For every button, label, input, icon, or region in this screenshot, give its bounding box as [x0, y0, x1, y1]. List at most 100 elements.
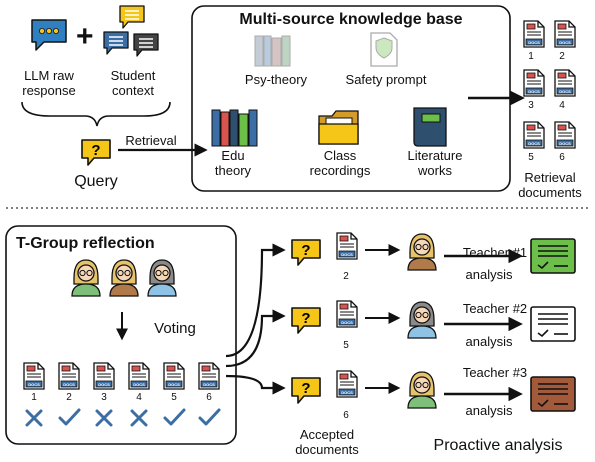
kb-item-class-recordings: Class recordings	[309, 148, 371, 178]
retrieval-document-icon: DOCS	[523, 69, 545, 97]
student-context-label: Student context	[110, 68, 156, 98]
retrieval-doc-num: 5	[528, 152, 534, 163]
message-bubbles-icon	[103, 5, 159, 57]
doc-icon-text: DOCS	[203, 382, 215, 387]
check-mark-icon	[163, 408, 186, 426]
teacher-2-label: Teacher #2	[462, 301, 528, 316]
teacher-1-label: Teacher #1	[462, 245, 528, 260]
query-bubble-icon: ?	[81, 139, 111, 166]
question-mark: ?	[301, 310, 310, 327]
grouping-brace	[21, 101, 171, 127]
accepted-doc-num: 6	[343, 410, 349, 421]
vote-doc-num: 4	[136, 392, 142, 403]
report-icon	[530, 238, 576, 274]
query-label: Query	[74, 173, 118, 190]
vote-doc-num: 3	[101, 392, 107, 403]
vote-document-icon: DOCS	[93, 362, 115, 390]
accepted-document-icon: DOCS	[336, 232, 358, 260]
doc-icon-text: DOCS	[528, 40, 540, 45]
doc-icon-text: DOCS	[341, 252, 353, 257]
query-bubble-icon: ?	[291, 307, 321, 334]
accepted-doc-num: 2	[343, 271, 349, 282]
teacher-icon	[407, 233, 437, 271]
folder-icon	[318, 110, 359, 145]
vote-doc-num: 5	[171, 392, 177, 403]
doc-icon-text: DOCS	[528, 141, 540, 146]
retrieval-document-icon: DOCS	[554, 20, 576, 48]
book-icon	[413, 107, 447, 147]
retrieval-doc-num: 3	[528, 100, 534, 111]
analysis-2-label: analysis	[465, 334, 513, 349]
kb-item-safety-prompt: Safety prompt	[345, 72, 427, 87]
cross-mark-icon	[130, 409, 148, 427]
teacher-icon	[407, 371, 437, 409]
vote-document-icon: DOCS	[58, 362, 80, 390]
vote-document-icon: DOCS	[198, 362, 220, 390]
t-group-title: T-Group reflection	[16, 235, 155, 252]
cross-mark-icon	[25, 409, 43, 427]
vote-doc-num: 1	[31, 392, 37, 403]
vote-document-icon: DOCS	[163, 362, 185, 390]
retrieval-document-icon: DOCS	[554, 121, 576, 149]
vote-doc-num: 6	[206, 392, 212, 403]
shield-document-icon	[370, 32, 398, 67]
query-bubble-icon: ?	[291, 239, 321, 266]
retrieval-doc-num: 2	[559, 51, 565, 62]
report-icon	[530, 376, 576, 412]
branch-arrow	[225, 374, 286, 395]
accepted-document-icon: DOCS	[336, 300, 358, 328]
check-mark-icon	[58, 408, 81, 426]
accepted-document-icon: DOCS	[336, 370, 358, 398]
report-icon	[530, 306, 576, 342]
retrieval-label: Retrieval	[125, 133, 177, 148]
plus-sign: +	[76, 20, 94, 53]
accepted-documents-label: Accepted documents	[295, 427, 359, 457]
vote-document-icon: DOCS	[23, 362, 45, 390]
analysis-1-label: analysis	[465, 267, 513, 282]
retrieval-document-icon: DOCS	[523, 20, 545, 48]
check-mark-icon	[198, 408, 221, 426]
cross-mark-icon	[95, 409, 113, 427]
kb-item-literature-works: Literature works	[407, 148, 463, 178]
doc-icon-text: DOCS	[559, 89, 571, 94]
doc-icon-text: DOCS	[341, 320, 353, 325]
voting-label: Voting	[154, 320, 196, 337]
teacher-icon	[71, 259, 101, 297]
teacher-icon	[109, 259, 139, 297]
teacher-3-label: Teacher #3	[462, 365, 528, 380]
doc-icon-text: DOCS	[559, 40, 571, 45]
proactive-analysis-label: Proactive analysis	[433, 437, 563, 454]
branch-arrow	[225, 243, 286, 358]
kb-title: Multi-source knowledge base	[239, 11, 463, 28]
doc-icon-text: DOCS	[559, 141, 571, 146]
llm-raw-response-label: LLM raw response	[22, 68, 76, 98]
accepted-doc-num: 5	[343, 340, 349, 351]
doc-icon-text: DOCS	[63, 382, 75, 387]
retrieval-documents-label: Retrieval documents	[518, 170, 582, 200]
doc-icon-text: DOCS	[168, 382, 180, 387]
branch-arrow	[225, 309, 286, 368]
retrieval-document-icon: DOCS	[554, 69, 576, 97]
books-icon	[211, 109, 258, 147]
vote-document-icon: DOCS	[128, 362, 150, 390]
kb-item-psy-theory: Psy-theory	[244, 72, 308, 87]
retrieval-document-icon: DOCS	[523, 121, 545, 149]
query-bubble-icon: ?	[291, 377, 321, 404]
doc-icon-text: DOCS	[341, 390, 353, 395]
chat-bubble-icon	[31, 19, 67, 51]
doc-icon-text: DOCS	[133, 382, 145, 387]
doc-icon-text: DOCS	[28, 382, 40, 387]
books-icon	[254, 35, 291, 67]
kb-item-edu-theory: Edu theory	[214, 148, 252, 178]
retrieval-doc-num: 6	[559, 152, 565, 163]
t-group-box	[5, 225, 237, 445]
question-mark: ?	[91, 142, 100, 159]
teacher-icon	[147, 259, 177, 297]
question-mark: ?	[301, 242, 310, 259]
doc-icon-text: DOCS	[528, 89, 540, 94]
question-mark: ?	[301, 380, 310, 397]
analysis-3-label: analysis	[465, 403, 513, 418]
teacher-icon	[407, 301, 437, 339]
